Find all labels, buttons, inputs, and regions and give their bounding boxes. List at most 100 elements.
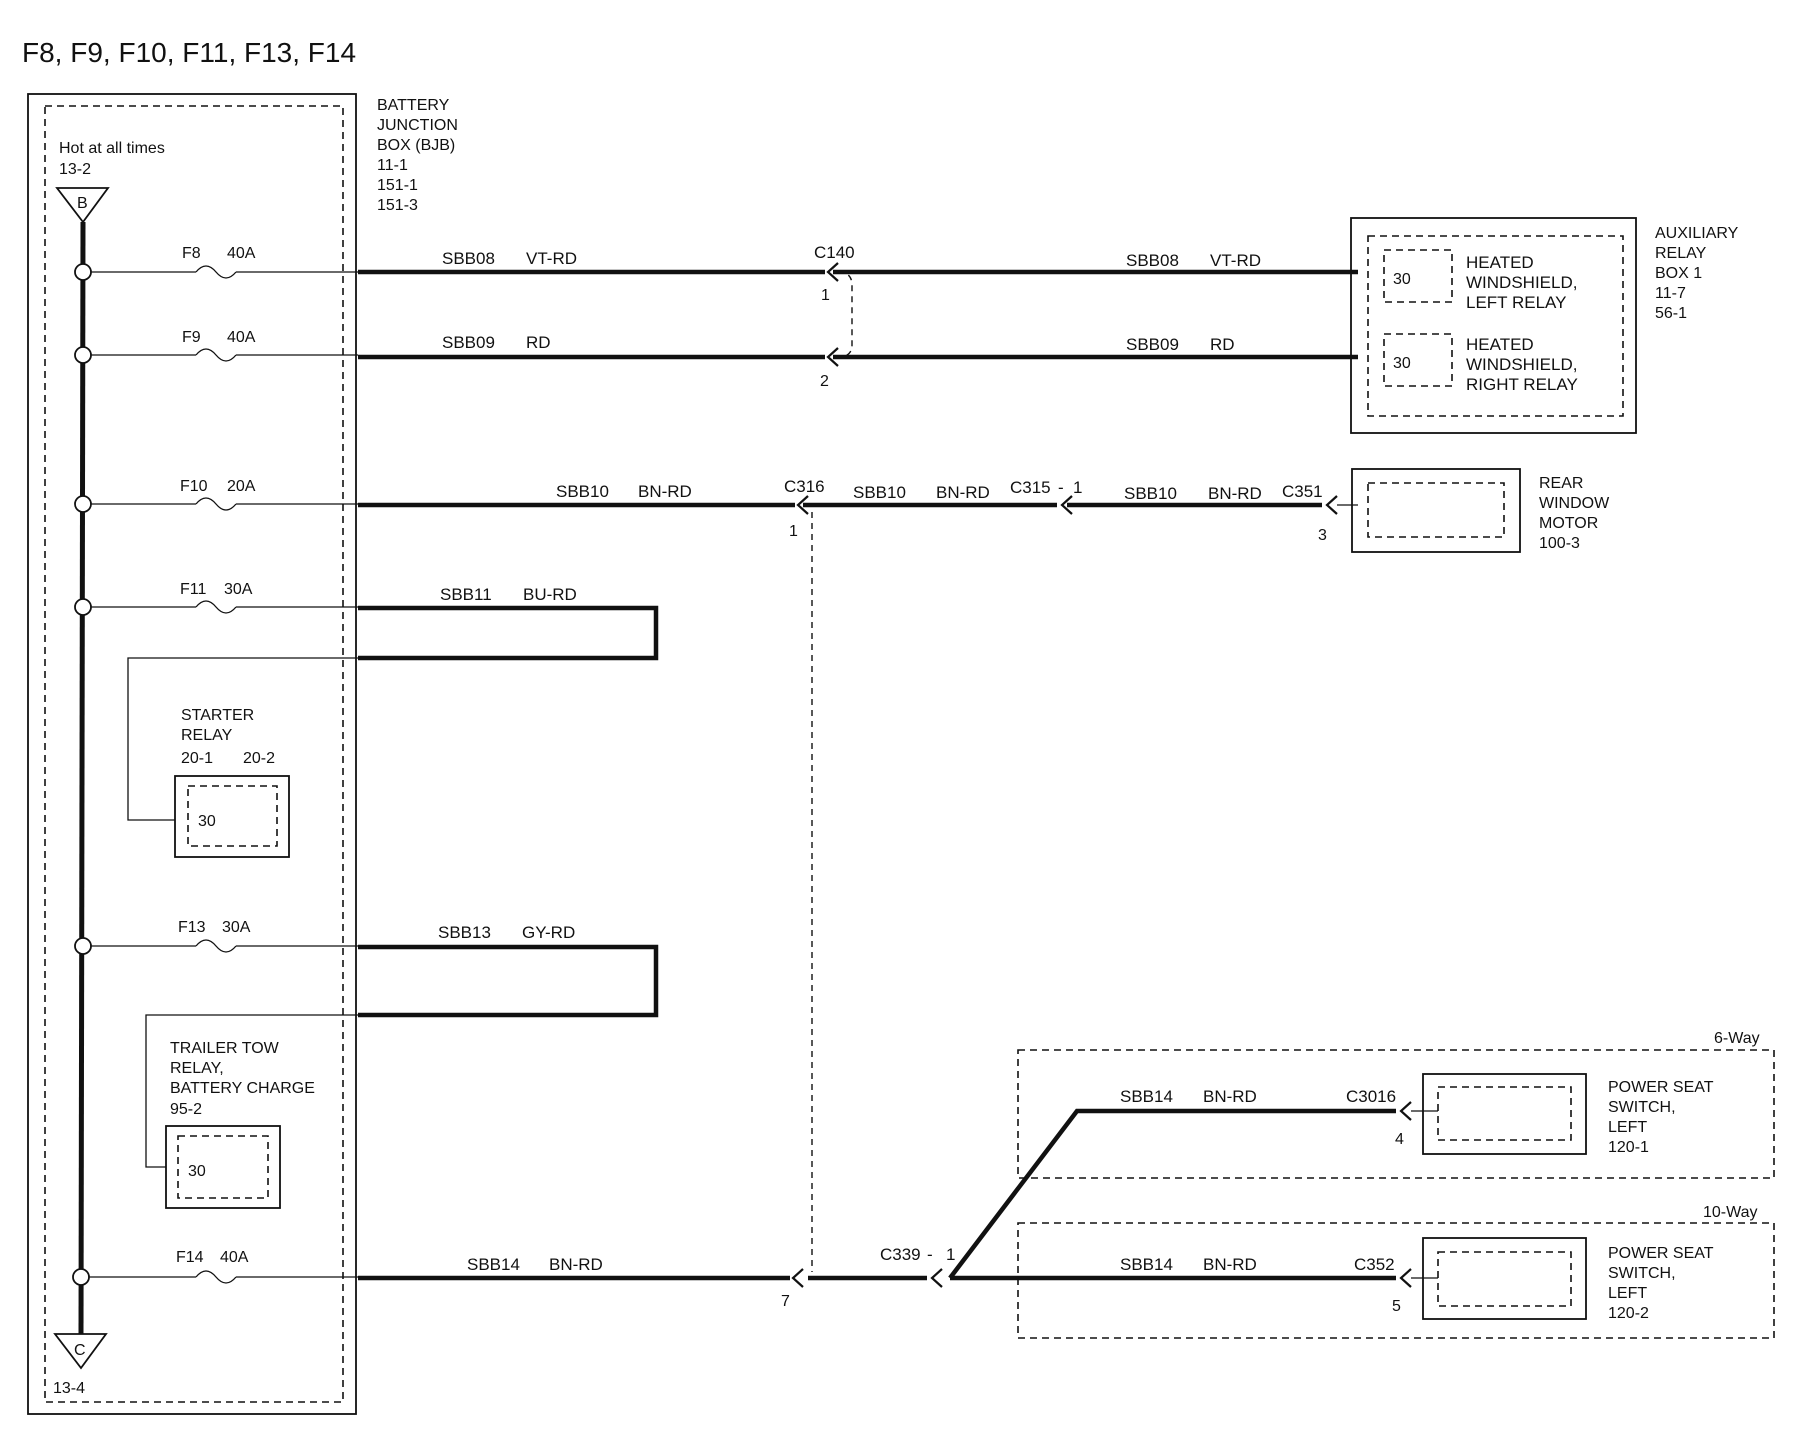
connector-arrow <box>1325 495 1338 515</box>
bus-node <box>74 263 92 281</box>
fuse-f9-rating: 40A <box>227 329 256 346</box>
power-seat-6way-ref: 120-1 <box>1608 1139 1649 1156</box>
hw-left-relay-line-3: LEFT RELAY <box>1466 293 1566 312</box>
connector-c339-pin: 1 <box>946 1245 955 1264</box>
trailer-tow-line-2: RELAY, <box>170 1060 224 1077</box>
connector-c339-sep: - <box>927 1245 933 1264</box>
rear-window-motor-ref: 100-3 <box>1539 535 1580 552</box>
starter-relay-line-2: RELAY <box>181 727 233 744</box>
connector-pin: 1 <box>789 523 798 540</box>
circuit-f14: SBB14 BN-RD 7 C339 - 1 SBB14 BN-RD C3016… <box>358 1087 1438 1315</box>
option-6-way: 6-Way POWER SEAT SWITCH, LEFT 120-1 <box>1017 1030 1775 1179</box>
trailer-tow-line-1: TRAILER TOW <box>170 1040 280 1057</box>
wire-circuit-label: SBB10 <box>853 483 906 502</box>
wire-circuit-label: SBB10 <box>1124 484 1177 503</box>
bjb-name-line-3: BOX (BJB) <box>377 137 455 154</box>
connector-c351-label: C351 <box>1282 482 1323 501</box>
circuit-f13: SBB13 GY-RD <box>145 923 659 1168</box>
power-seat-10way-line-2: SWITCH, <box>1608 1265 1676 1282</box>
rear-window-motor: REAR WINDOW MOTOR 100-3 <box>1351 468 1610 553</box>
hw-right-relay-line-3: RIGHT RELAY <box>1466 375 1578 394</box>
wire-color-label: VT-RD <box>1210 251 1261 270</box>
option-10-way: 10-Way POWER SEAT SWITCH, LEFT 120-2 <box>1017 1204 1775 1339</box>
bjb-inner-outline <box>44 105 344 1403</box>
fuse-f13-rating: 30A <box>222 919 251 936</box>
wire-circuit-label: SBB13 <box>438 923 491 942</box>
connector-arrow <box>796 495 809 515</box>
aux-relay-line-1: AUXILIARY <box>1655 225 1739 242</box>
connector-arrow <box>826 347 839 367</box>
starter-relay: STARTER RELAY 20-1 20-2 30 <box>174 707 290 858</box>
wire-circuit-label: SBB11 <box>440 585 492 604</box>
wire-color-label: BN-RD <box>549 1255 603 1274</box>
bus-node <box>74 346 92 364</box>
bus-node <box>74 937 92 955</box>
circuit-f9: SBB09 RD SBB09 RD 2 <box>358 333 1358 390</box>
wire-circuit-label: SBB09 <box>442 333 495 352</box>
bus-bottom-symbol: C <box>74 1342 86 1359</box>
rear-window-motor-line-2: WINDOW <box>1539 495 1610 512</box>
hw-left-relay-line-1: HEATED <box>1466 253 1534 272</box>
bus-node <box>74 495 92 513</box>
fuse-f14-rating: 40A <box>220 1249 249 1266</box>
wire-circuit-label: SBB09 <box>1126 335 1179 354</box>
fuse-f8-row: F8 40A <box>74 245 358 281</box>
connector-pin: 7 <box>781 1293 790 1310</box>
bus-top-triangle <box>55 187 110 224</box>
starter-relay-pin: 30 <box>198 813 216 830</box>
fuse-f11-name: F11 <box>180 581 206 598</box>
hw-left-relay-line-2: WINDSHIELD, <box>1466 273 1577 292</box>
connector-c140-label: C140 <box>814 243 855 262</box>
wire-circuit-label: SBB08 <box>442 249 495 268</box>
bus-node <box>74 598 92 616</box>
connector-c339-label: C339 <box>880 1245 921 1264</box>
connector-pin: 4 <box>1395 1131 1404 1148</box>
hw-right-relay-pin: 30 <box>1393 355 1411 372</box>
power-seat-6way-line-2: SWITCH, <box>1608 1099 1676 1116</box>
fuse-f10-row: F10 20A <box>74 478 358 513</box>
bjb-ref-1: 11-1 <box>377 157 408 174</box>
aux-relay-line-2: RELAY <box>1655 245 1707 262</box>
wire-color-label: BN-RD <box>936 483 990 502</box>
fuse-f8-symbol <box>195 265 237 279</box>
bus-node <box>72 1268 90 1286</box>
wire-color-label: RD <box>526 333 551 352</box>
power-bus <box>78 221 86 1335</box>
wire-color-label: GY-RD <box>522 923 575 942</box>
power-seat-10way-ref: 120-2 <box>1608 1305 1649 1322</box>
rear-window-motor-line-3: MOTOR <box>1539 515 1598 532</box>
rear-window-motor-line-1: REAR <box>1539 475 1583 492</box>
connector-arrow <box>1399 1101 1412 1121</box>
connector-arrow <box>791 1268 804 1288</box>
bjb-ref-2: 151-1 <box>377 177 418 194</box>
bjb-ref-3: 151-3 <box>377 197 418 214</box>
power-seat-10way-line-3: LEFT <box>1608 1285 1647 1302</box>
connector-c3016-label: C3016 <box>1346 1087 1396 1106</box>
bjb-name-line-2: JUNCTION <box>377 117 458 134</box>
option-10-way-label: 10-Way <box>1703 1204 1758 1221</box>
connector-pin: 2 <box>820 373 829 390</box>
wire-color-label: BN-RD <box>1203 1255 1257 1274</box>
fuse-f11-rating: 30A <box>224 581 253 598</box>
wire-circuit-label: SBB14 <box>1120 1255 1173 1274</box>
wire-circuit-label: SBB10 <box>556 482 609 501</box>
wire-color-label: BN-RD <box>638 482 692 501</box>
fuse-f10-name: F10 <box>180 478 208 495</box>
power-seat-6way-line-1: POWER SEAT <box>1608 1079 1714 1096</box>
auxiliary-relay-box: AUXILIARY RELAY BOX 1 11-7 56-1 30 HEATE… <box>1350 217 1739 434</box>
bjb-name-line-1: BATTERY <box>377 97 450 114</box>
connector-arrow <box>826 262 839 282</box>
hot-at-all-times-label: Hot at all times <box>59 140 165 157</box>
starter-relay-line-1: STARTER <box>181 707 254 724</box>
wire-color-label: BN-RD <box>1203 1087 1257 1106</box>
power-seat-10way-line-1: POWER SEAT <box>1608 1245 1714 1262</box>
starter-relay-ref-1: 20-1 <box>181 750 213 767</box>
hw-right-relay-line-2: WINDSHIELD, <box>1466 355 1577 374</box>
bus-bottom-ref: 13-4 <box>53 1380 85 1397</box>
connector-arrow <box>930 1268 943 1288</box>
fuse-f13-name: F13 <box>178 919 206 936</box>
fuse-f13-symbol <box>195 939 237 953</box>
connector-pin: 5 <box>1392 1298 1401 1315</box>
connector-arrow <box>1060 495 1073 515</box>
